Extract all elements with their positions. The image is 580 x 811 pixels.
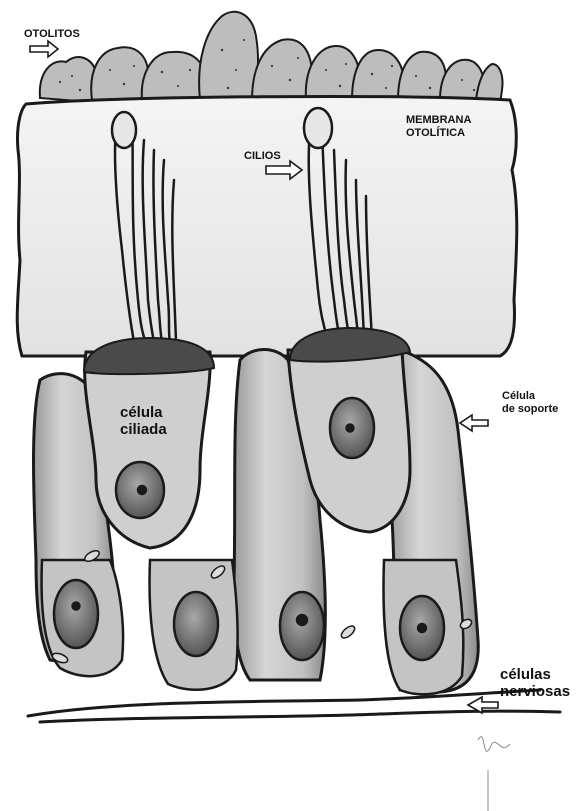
label-membrana: MEMBRANA OTOLÍTICA <box>406 114 471 139</box>
label-cilios: CILIOS <box>244 150 281 163</box>
nucleus-support-far-left <box>54 580 98 648</box>
label-membrana-line2: OTOLÍTICA <box>406 127 471 140</box>
label-membrana-line1: MEMBRANA <box>406 114 471 127</box>
label-celulas-nerviosas: células nerviosas <box>500 666 570 701</box>
nucleus-support-mid-left <box>174 592 218 656</box>
label-celula-ciliada-line1: célula <box>120 404 167 421</box>
label-celula-soporte-line2: de soporte <box>502 403 558 416</box>
label-celulas-nerviosas-line2: nerviosas <box>500 683 570 700</box>
arrow-soporte-icon <box>460 415 488 431</box>
label-celula-soporte-line1: Célula <box>502 390 558 403</box>
label-celula-soporte: Célula de soporte <box>502 390 558 415</box>
arrow-otolitos-icon <box>30 41 58 57</box>
signature-scribble <box>478 737 510 811</box>
label-otolitos: OTOLITOS <box>24 28 80 41</box>
kinocilium-tip-left <box>112 112 136 148</box>
label-celula-ciliada-line2: ciliada <box>120 421 167 438</box>
label-celulas-nerviosas-line1: células <box>500 666 570 683</box>
kinocilium-tip-right <box>304 108 332 148</box>
otoliths-layer <box>40 12 503 104</box>
label-celula-ciliada: célula ciliada <box>120 404 167 439</box>
